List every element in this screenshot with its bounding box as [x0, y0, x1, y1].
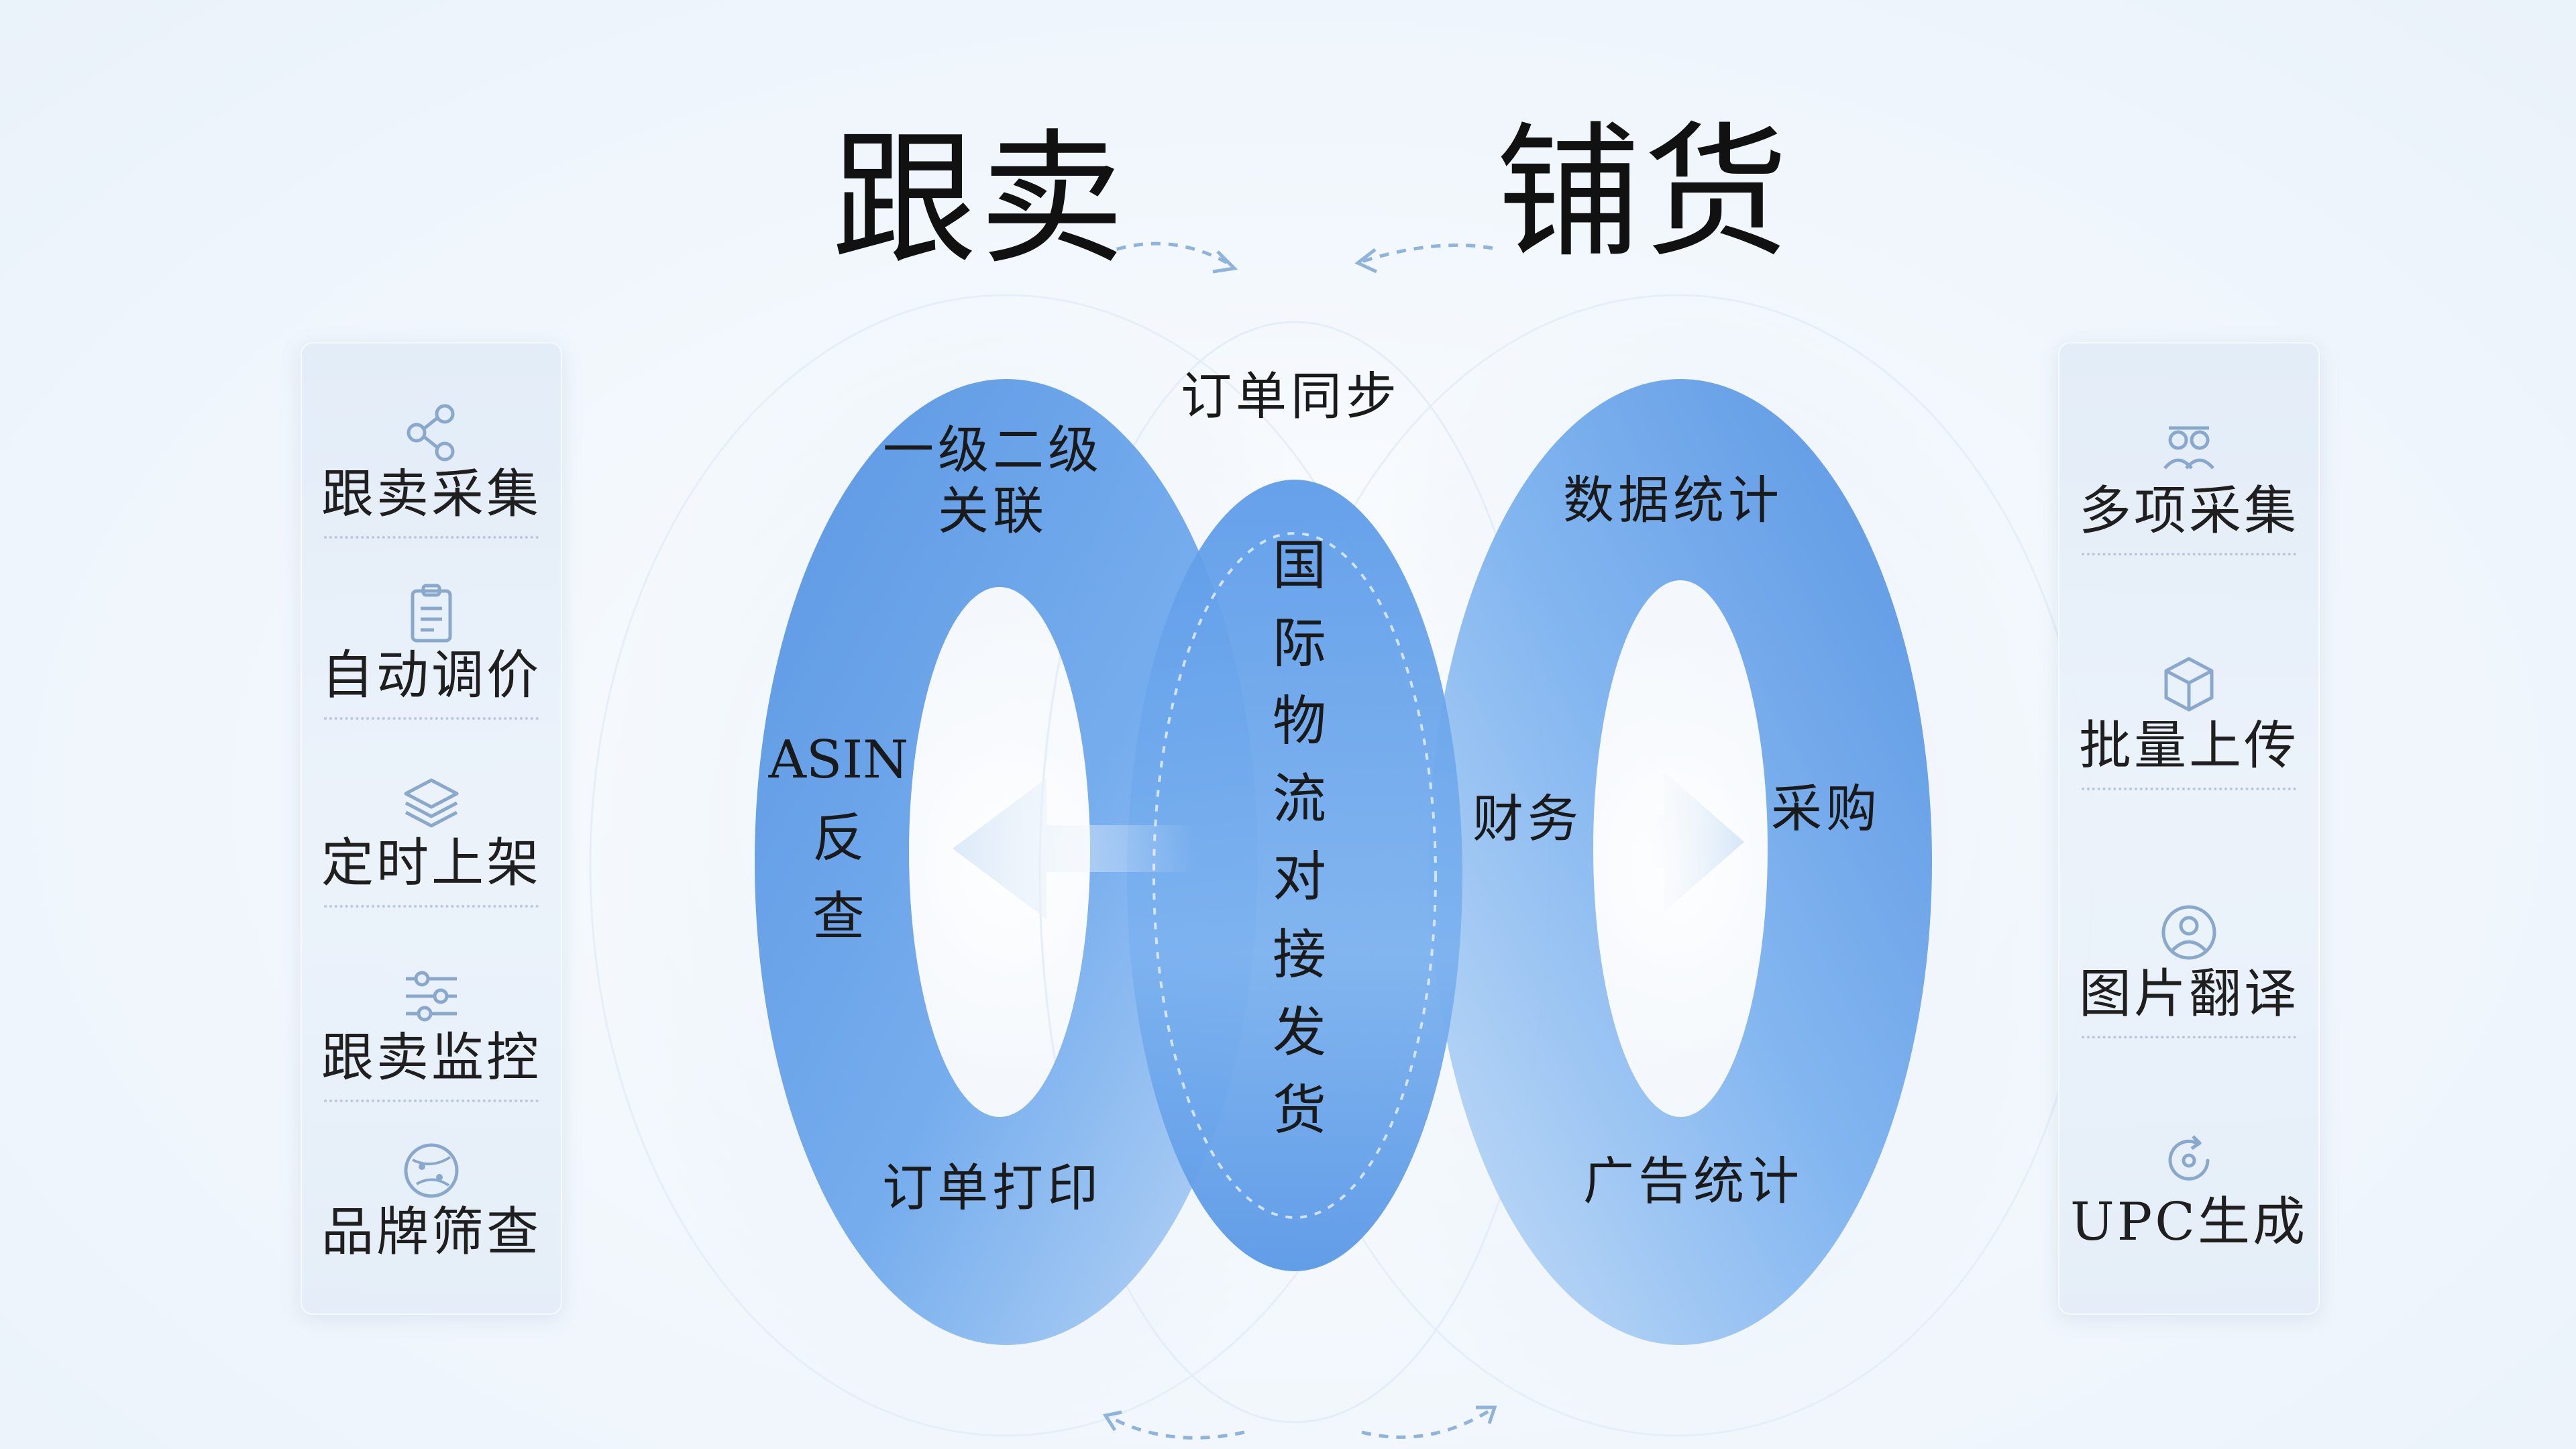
center-vertical-label: 国际物流对接发货	[1264, 537, 1326, 1159]
left-ring-top-line2: 关联	[938, 481, 1048, 541]
feature-item[interactable]: 图片翻译	[2058, 899, 2320, 1038]
feature-label: 多项采集	[2078, 481, 2299, 541]
divider	[324, 716, 539, 720]
user-circle-icon	[2161, 905, 2216, 960]
feature-item[interactable]: 批量上传	[2058, 651, 2320, 790]
share-icon	[407, 404, 455, 462]
title-left: 跟卖	[832, 115, 1128, 284]
globe-icon	[404, 1143, 459, 1198]
feature-label: 跟卖监控	[321, 1028, 541, 1088]
center-ellipse	[1127, 480, 1462, 1271]
cycle-arrow-bottom-right-head	[1476, 1405, 1497, 1424]
feature-label: 图片翻译	[2078, 964, 2299, 1024]
feature-label: 品牌筛查	[321, 1202, 541, 1263]
arrow-right	[1623, 771, 1744, 912]
refresh-icon	[2168, 1135, 2210, 1181]
layers-icon	[404, 778, 459, 828]
feature-label: UPC生成	[2070, 1192, 2308, 1252]
asin-char-1: 反	[812, 808, 865, 869]
left-ring-top-label: 一级二级 关联	[879, 419, 1107, 541]
title-right: 铺货	[1496, 109, 1792, 277]
users-icon	[2163, 426, 2214, 470]
feature-item[interactable]: 自动调价	[301, 580, 562, 720]
feature-item[interactable]: UPC生成	[2058, 1127, 2320, 1252]
left-ring-side-label: ASIN 反 查	[758, 721, 919, 957]
center-top-label: 订单同步	[1181, 366, 1401, 426]
feature-item[interactable]: 跟卖采集	[301, 399, 562, 539]
divider	[2082, 1035, 2296, 1038]
right-ring-right-label: 采购	[1771, 779, 1881, 839]
left-ring	[755, 379, 1258, 1345]
right-ring	[1429, 379, 1932, 1345]
cycle-arrow-top-left-head	[1212, 250, 1238, 274]
divider	[324, 904, 539, 908]
cube-icon	[2164, 657, 2214, 712]
left-ring-bottom-label: 订单打印	[882, 1158, 1102, 1218]
arrow-left	[953, 778, 1194, 919]
feature-label: 定时上架	[321, 833, 541, 894]
right-ring-bottom-label: 广告统计	[1583, 1151, 1803, 1211]
cycle-arrow-bottom-right	[1361, 1407, 1494, 1439]
sliders-icon	[406, 971, 457, 1022]
cycle-arrow-top-right	[1361, 244, 1493, 264]
clipboard-icon	[411, 584, 452, 643]
feature-item[interactable]: 品牌筛查	[301, 1137, 562, 1262]
right-feature-panel: 多项采集 批量上传 图片翻译	[2058, 342, 2320, 1315]
asin-char-2: 查	[812, 887, 865, 947]
left-feature-panel: 跟卖采集 自动调价 定时上架	[301, 342, 562, 1315]
feature-label: 自动调价	[321, 645, 541, 706]
feature-label: 批量上传	[2078, 716, 2299, 776]
cycle-arrow-bottom-left	[1106, 1413, 1245, 1440]
asin-word: ASIN	[768, 730, 909, 790]
divider	[2082, 787, 2296, 790]
divider	[324, 535, 539, 539]
divider	[324, 1099, 539, 1102]
cycle-arrow-bottom-left-head	[1102, 1410, 1122, 1432]
right-ring-top-label: 数据统计	[1563, 470, 1783, 530]
left-ring-top-line1: 一级二级	[883, 420, 1103, 480]
feature-item[interactable]: 多项采集	[2058, 416, 2320, 555]
feature-item[interactable]: 定时上架	[301, 768, 562, 908]
cycle-arrow-top-right-head	[1354, 248, 1378, 274]
feature-item[interactable]: 跟卖监控	[301, 963, 562, 1102]
right-ring-left-label: 财务	[1472, 789, 1582, 849]
divider	[2082, 552, 2296, 555]
feature-label: 跟卖采集	[321, 464, 541, 525]
